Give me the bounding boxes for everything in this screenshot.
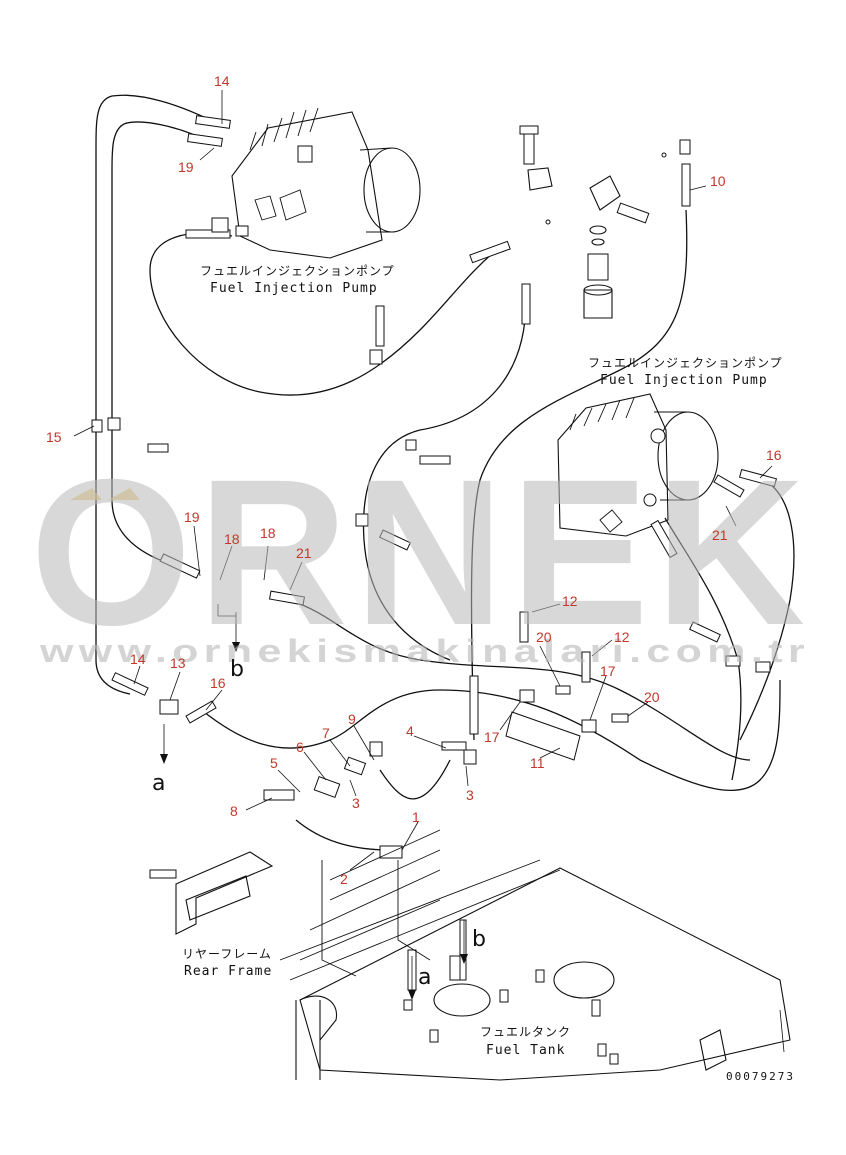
connection-letter-b: b: [230, 657, 244, 682]
watermark: ORNEK www.ornekismakinalari.com.tr: [30, 437, 811, 669]
callout-17: 17: [484, 729, 500, 745]
callout-19: 19: [178, 159, 194, 175]
right-pump-label-jp: フュエルインジェクションポンプ: [588, 356, 783, 370]
callout-4: 4: [406, 723, 414, 739]
fuel-tank-label-jp: フュエルタンク: [480, 1025, 571, 1039]
callout-2: 2: [340, 871, 348, 887]
upper-pump-label-jp: フュエルインジェクションポンプ: [200, 264, 395, 278]
callout-19: 19: [184, 509, 200, 525]
callouts: 14 19 10 15 16 21 19 18 18 21 12 20 12 1…: [46, 73, 782, 887]
callout-1: 1: [412, 809, 420, 825]
callout-18: 18: [224, 531, 240, 547]
callout-leaders: [73, 90, 785, 1053]
connection-letter-b-tank: b: [472, 927, 486, 952]
upper-injection-pump: [231, 107, 421, 259]
watermark-brand: ORNEK: [30, 437, 811, 669]
rear-frame-label-en: Rear Frame: [184, 964, 272, 979]
callout-12: 12: [614, 629, 630, 645]
callout-6: 6: [296, 739, 304, 755]
callout-18: 18: [260, 525, 276, 541]
right-pump-label-en: Fuel Injection Pump: [600, 373, 768, 388]
callout-5: 5: [270, 755, 278, 771]
callout-15: 15: [46, 429, 62, 445]
callout-12: 12: [562, 593, 578, 609]
connection-letter-a-tank: a: [418, 965, 431, 990]
callout-11: 11: [530, 755, 545, 771]
callout-20: 20: [536, 629, 552, 645]
rear-frame-tank: [175, 829, 791, 1081]
callout-14: 14: [130, 651, 146, 667]
callout-3: 3: [466, 787, 474, 803]
callout-3: 3: [352, 795, 360, 811]
document-number: 00079273: [726, 1070, 795, 1083]
right-injection-pump: [557, 393, 719, 537]
callout-17: 17: [600, 663, 616, 679]
watermark-url: www.ornekismakinalari.com.tr: [39, 633, 810, 669]
callout-20: 20: [644, 689, 660, 705]
callout-14: 14: [214, 73, 230, 89]
callout-21: 21: [712, 527, 728, 543]
fuel-filter-assembly: [519, 125, 691, 319]
callout-8: 8: [230, 803, 238, 819]
watermark-accent-icon: [70, 488, 140, 500]
fuel-tank-label-en: Fuel Tank: [486, 1043, 565, 1058]
callout-21: 21: [296, 545, 312, 561]
callout-10: 10: [710, 173, 726, 189]
upper-pump-label-en: Fuel Injection Pump: [210, 281, 378, 296]
callout-16: 16: [210, 675, 226, 691]
rear-frame-label-jp: リヤーフレーム: [182, 947, 272, 961]
part-labels: フュエルインジェクションポンプ Fuel Injection Pump フュエル…: [152, 264, 795, 1083]
connection-letter-a: a: [152, 771, 165, 796]
callout-16: 16: [766, 447, 782, 463]
callout-7: 7: [322, 725, 330, 741]
callout-9: 9: [348, 711, 356, 727]
flow-arrows: [160, 604, 468, 1000]
callout-13: 13: [170, 655, 186, 671]
